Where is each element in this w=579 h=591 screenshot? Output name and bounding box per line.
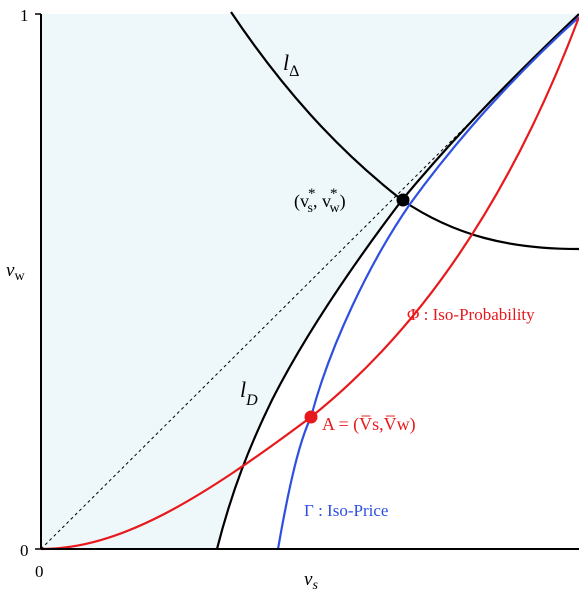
label-l-d-sub: D bbox=[245, 392, 258, 409]
label-phi: Φ : Iso-Probability bbox=[407, 305, 535, 324]
point-star bbox=[396, 193, 410, 207]
curve-l-delta bbox=[230, 11, 579, 251]
star-comma: , v bbox=[313, 191, 331, 211]
label-gamma: Γ : Iso-Price bbox=[304, 501, 388, 520]
x-axis-letter: v bbox=[304, 569, 313, 590]
x-axis-label: vs bbox=[304, 569, 318, 591]
label-l-delta: lΔ bbox=[283, 50, 299, 80]
star-open: (v bbox=[294, 191, 309, 212]
y-axis-letter: v bbox=[6, 260, 15, 281]
label-point-a: A = (V̅s,V̅w) bbox=[322, 414, 416, 435]
star-w-sup: * bbox=[330, 186, 338, 202]
star-s-sup: * bbox=[308, 186, 316, 202]
star-w-sub: w bbox=[329, 201, 340, 216]
label-l-d-letter: l bbox=[240, 377, 246, 402]
curve-gamma bbox=[276, 16, 579, 550]
point-a bbox=[304, 410, 318, 424]
y-tick-1: 1 bbox=[20, 6, 29, 25]
y-axis-label: vw bbox=[6, 260, 25, 284]
curve-l-d bbox=[215, 13, 579, 550]
label-l-delta-sub: Δ bbox=[289, 63, 299, 80]
star-s-sub: s bbox=[308, 201, 313, 216]
label-point-star: (v*s, v*w) bbox=[294, 186, 346, 216]
x-axis-sub: s bbox=[312, 578, 318, 591]
label-l-delta-letter: l bbox=[283, 50, 289, 75]
x-tick-0: 0 bbox=[35, 562, 44, 581]
curve-phi bbox=[40, 16, 579, 551]
label-l-d: lD bbox=[240, 377, 258, 409]
y-axis-sub: w bbox=[14, 269, 25, 284]
star-close: ) bbox=[340, 191, 346, 212]
y-tick-0: 0 bbox=[20, 541, 29, 560]
